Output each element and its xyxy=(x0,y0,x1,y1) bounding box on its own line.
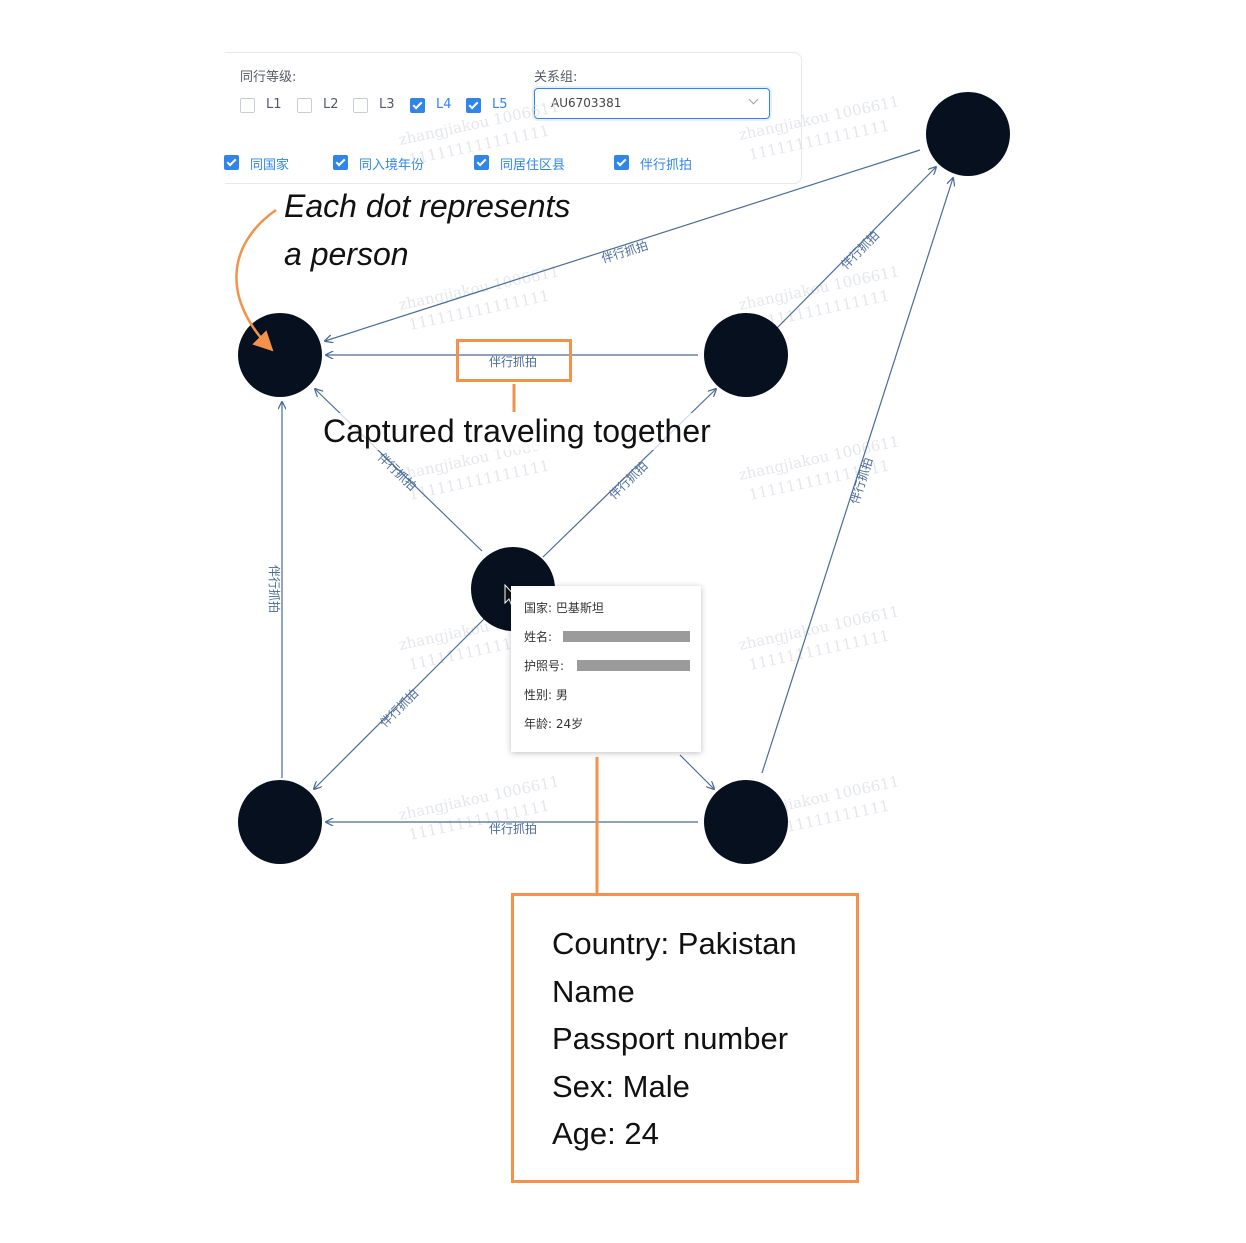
checkbox-l2[interactable] xyxy=(297,98,312,113)
tooltip-name-label: 姓名: xyxy=(524,630,553,644)
svg-text:伴行抓拍: 伴行抓拍 xyxy=(599,237,649,265)
translation-callout: Country: Pakistan Name Passport number S… xyxy=(511,893,859,1183)
person-node xyxy=(704,780,788,864)
redacted-name xyxy=(563,631,690,642)
tooltip-sex: 性别: 男 xyxy=(524,688,568,702)
relation-group-select[interactable]: AU6703381 xyxy=(534,88,770,119)
redacted-passport xyxy=(577,660,690,671)
checkbox-l1-label: L1 xyxy=(266,97,282,112)
svg-text:伴行抓拍: 伴行抓拍 xyxy=(838,228,883,273)
checkbox-same-entry-year[interactable] xyxy=(333,155,348,170)
edge-center-bottomright xyxy=(679,754,714,789)
edge-note: Captured traveling together xyxy=(323,413,711,450)
edge-right-topright xyxy=(774,167,936,331)
checkbox-l4[interactable] xyxy=(410,98,425,113)
tooltip-country: 国家: 巴基斯坦 xyxy=(524,601,604,615)
person-node xyxy=(238,780,322,864)
edge-label-highlight xyxy=(456,339,572,382)
checkbox-l3-label: L3 xyxy=(379,97,395,112)
relation-group-value: AU6703381 xyxy=(551,96,622,110)
callout-sex: Sex: Male xyxy=(552,1069,690,1104)
callout-name: Name xyxy=(552,974,635,1009)
checkbox-l3[interactable] xyxy=(353,98,368,113)
group-filter-label: 关系组: xyxy=(534,70,578,85)
checkbox-l4-label: L4 xyxy=(436,97,452,112)
tooltip-passport-label: 护照号: xyxy=(524,659,565,673)
svg-text:伴行抓拍: 伴行抓拍 xyxy=(606,458,651,502)
edge-topright-left xyxy=(325,149,921,341)
checkbox-same-district-label: 同居住区县 xyxy=(500,158,566,173)
person-node xyxy=(926,92,1010,176)
level-filter-label: 同行等级: xyxy=(240,70,297,85)
dot-note-line2: a person xyxy=(284,236,409,272)
person-node xyxy=(704,313,788,397)
checkbox-travel-capture[interactable] xyxy=(614,155,629,170)
annotation-arrow xyxy=(235,208,277,352)
checkbox-same-district[interactable] xyxy=(474,155,489,170)
checkbox-same-entry-year-label: 同入境年份 xyxy=(359,158,425,173)
checkbox-travel-capture-label: 伴行抓拍 xyxy=(640,158,693,173)
tooltip-age: 年龄: 24岁 xyxy=(524,717,584,731)
edge-center-bottomleft xyxy=(314,617,486,789)
svg-text:伴行抓拍: 伴行抓拍 xyxy=(489,821,537,836)
checkbox-same-country-label: 同国家 xyxy=(250,158,290,173)
checkbox-l2-label: L2 xyxy=(323,97,339,112)
callout-passport: Passport number xyxy=(552,1021,789,1056)
person-tooltip: 国家: 巴基斯坦 姓名: 护照号: 性别: 男 年龄: 24岁 xyxy=(511,586,701,752)
svg-text:伴行抓拍: 伴行抓拍 xyxy=(489,354,537,369)
checkbox-same-country[interactable] xyxy=(224,155,239,170)
svg-text:伴行抓拍: 伴行抓拍 xyxy=(267,565,282,613)
svg-text:伴行抓拍: 伴行抓拍 xyxy=(377,686,422,731)
checkbox-l5[interactable] xyxy=(466,98,481,113)
dot-note-line1: Each dot represents xyxy=(284,188,571,224)
callout-country: Country: Pakistan xyxy=(552,926,797,961)
checkbox-l1[interactable] xyxy=(240,98,255,113)
checkbox-l5-label: L5 xyxy=(492,97,508,112)
edge-bottomright-topright xyxy=(761,178,953,774)
callout-age: Age: 24 xyxy=(552,1116,659,1151)
